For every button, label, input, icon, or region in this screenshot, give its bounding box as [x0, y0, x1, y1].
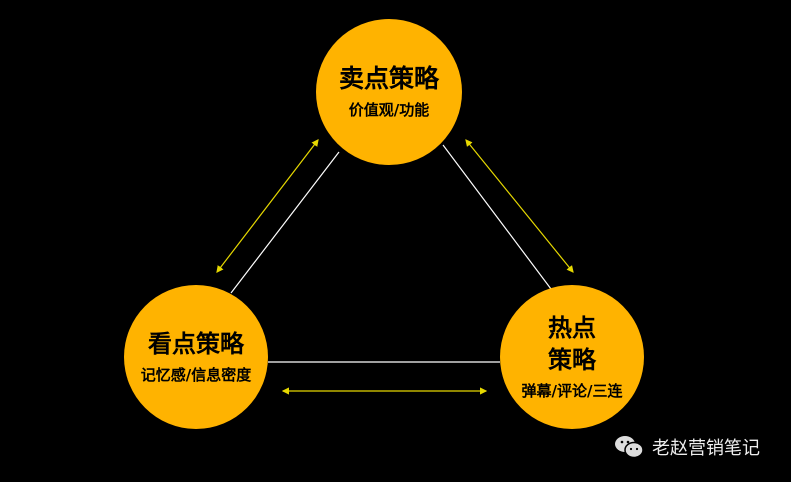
node-highlight-strategy: 看点策略 记忆感/信息密度 [124, 285, 268, 429]
node-subtitle: 记忆感/信息密度 [140, 366, 252, 384]
brand-label: 老赵营销笔记 [652, 438, 760, 459]
arrow-top-right [465, 139, 574, 273]
node-title: 看点策略 [148, 330, 244, 358]
arrow-top-left [216, 139, 319, 273]
node-subtitle: 价值观/功能 [348, 101, 430, 119]
connector-top-left [230, 151, 340, 294]
node-hotspot-strategy: 热点策略 弹幕/评论/三连 [500, 285, 644, 429]
node-title: 卖点策略 [338, 64, 439, 93]
brand-watermark: 老赵营销笔记 [614, 434, 760, 460]
node-selling-point-strategy: 卖点策略 价值观/功能 [316, 19, 462, 165]
wechat-icon [615, 436, 644, 459]
node-subtitle: 弹幕/评论/三连 [521, 382, 623, 400]
connector-top-right [442, 144, 552, 290]
node-title: 热点策略 [548, 314, 596, 374]
